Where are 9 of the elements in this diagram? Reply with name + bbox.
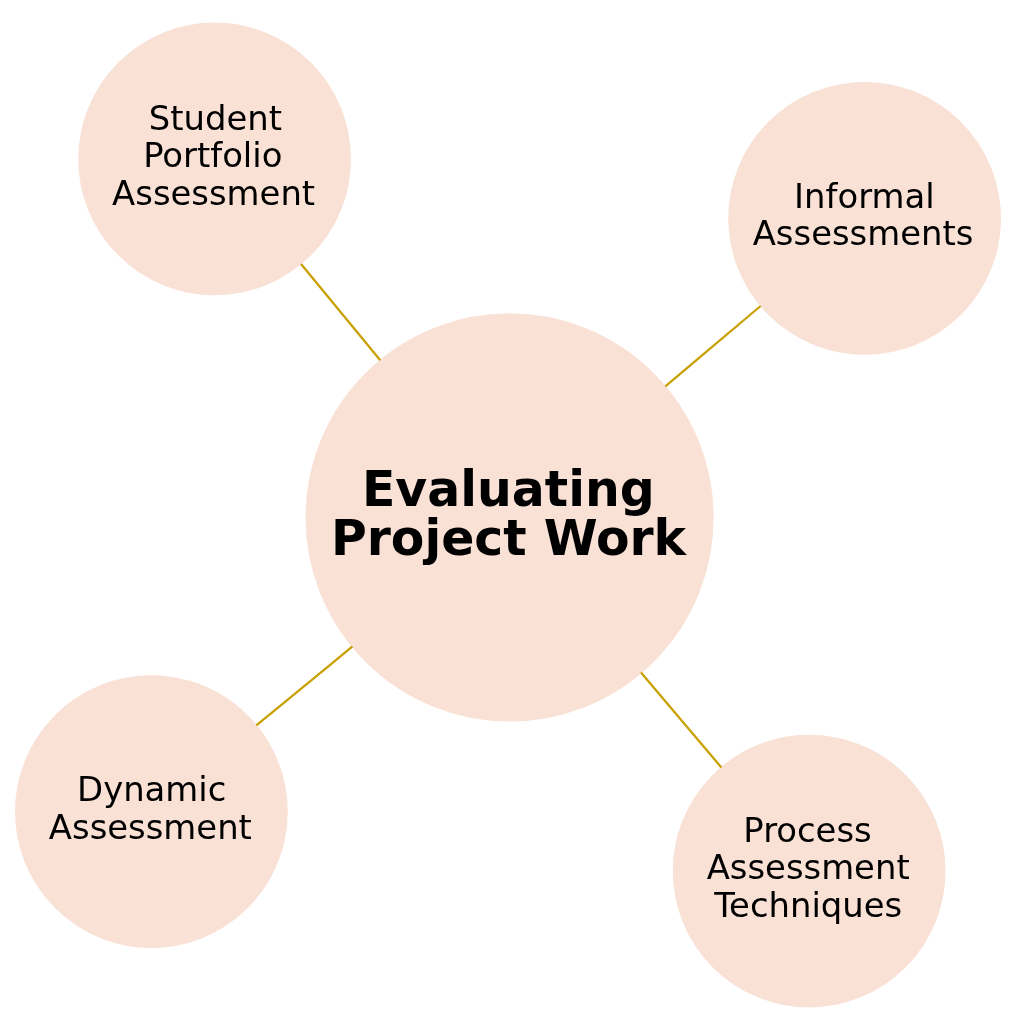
node-circle: Evaluating Project Work [305,313,714,722]
connector [300,263,382,361]
node-circle: Informal Assessments [728,82,1001,355]
node-circle: Process Assessment Techniques [672,734,946,1008]
node-circle: Dynamic Assessment [15,675,288,948]
node-circle: Student Portfolio Assessment [78,22,351,296]
connector [640,671,723,769]
connector [664,305,762,388]
connector [255,645,354,727]
